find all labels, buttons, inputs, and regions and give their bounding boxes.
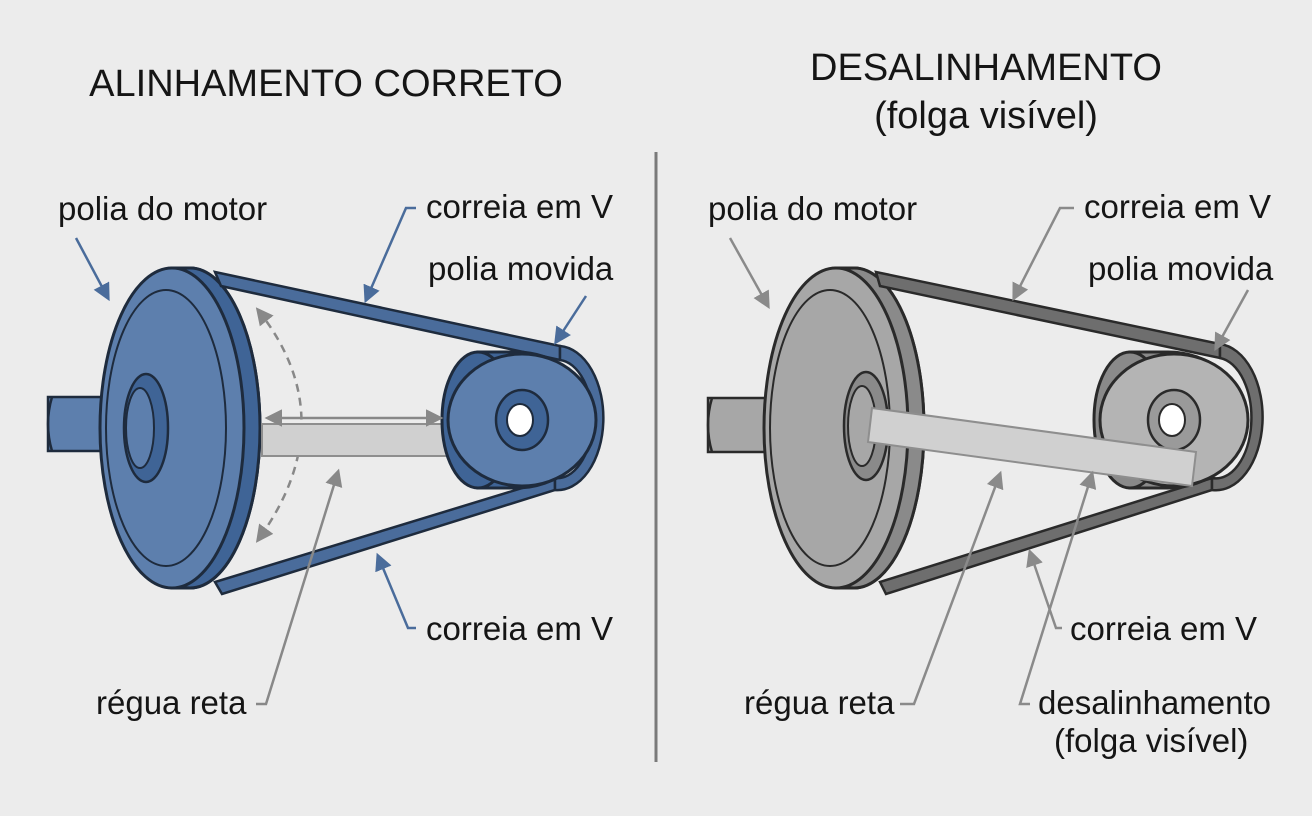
right-panel-title-line1: DESALINHAMENTO bbox=[810, 47, 1162, 89]
right-panel: DESALINHAMENTO (folga visível) bbox=[706, 47, 1274, 759]
pointer-belt-bottom-misaligned bbox=[1026, 548, 1062, 630]
rotation-arc bbox=[255, 307, 303, 543]
label-motor-pulley-misaligned: polia do motor bbox=[708, 190, 917, 227]
pointer-motor-pulley bbox=[74, 237, 110, 302]
motor-pulley-misaligned bbox=[762, 266, 926, 590]
motor-pulley bbox=[98, 266, 262, 590]
left-panel-title: ALINHAMENTO CORRETO bbox=[89, 63, 563, 105]
pointer-belt-bottom bbox=[375, 552, 416, 630]
pointer-motor-pulley-misaligned bbox=[728, 237, 770, 310]
left-panel: ALINHAMENTO CORRETO bbox=[46, 63, 614, 721]
v-belt bbox=[212, 270, 605, 596]
v-belt-misaligned bbox=[874, 270, 1264, 596]
pointer-driven-pulley bbox=[554, 295, 588, 345]
pointer-straightedge bbox=[256, 468, 343, 706]
pointer-driven-pulley-misaligned bbox=[1214, 289, 1250, 352]
label-driven-pulley: polia movida bbox=[428, 250, 614, 287]
label-misalignment-line1: desalinhamento bbox=[1038, 684, 1271, 721]
driven-pulley bbox=[440, 350, 598, 490]
label-straightedge: régua reta bbox=[96, 684, 247, 721]
label-straightedge-misaligned: régua reta bbox=[744, 684, 895, 721]
label-motor-pulley: polia do motor bbox=[58, 190, 267, 227]
label-driven-pulley-misaligned: polia movida bbox=[1088, 250, 1274, 287]
right-panel-title-line2: (folga visível) bbox=[874, 95, 1098, 137]
label-belt-top: correia em V bbox=[426, 188, 613, 225]
label-misalignment-line2: (folga visível) bbox=[1054, 722, 1248, 759]
label-belt-bottom: correia em V bbox=[426, 610, 613, 647]
pointer-misalignment bbox=[1018, 470, 1097, 706]
pointer-belt-top-misaligned bbox=[1012, 206, 1074, 302]
pointer-straightedge-misaligned bbox=[900, 470, 1004, 706]
label-belt-top-misaligned: correia em V bbox=[1084, 188, 1271, 225]
label-belt-bottom-misaligned: correia em V bbox=[1070, 610, 1257, 647]
pointer-belt-top bbox=[363, 206, 416, 304]
straightedge-misaligned bbox=[866, 406, 1198, 488]
